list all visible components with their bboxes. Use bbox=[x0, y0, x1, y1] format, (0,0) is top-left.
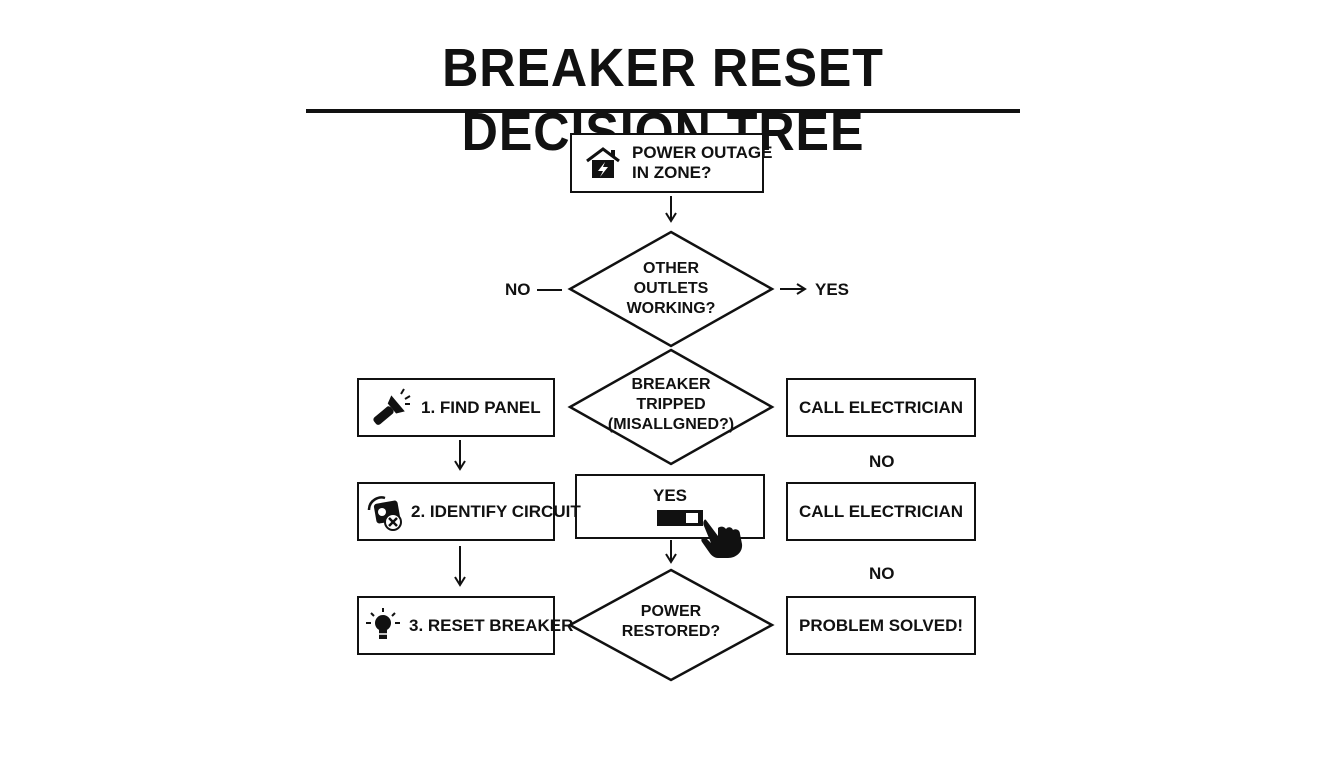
problem-solved-box: PROBLEM SOLVED! bbox=[786, 596, 976, 655]
decision-outlets-line1: OTHER bbox=[643, 260, 699, 277]
start-line2: IN ZONE? bbox=[632, 163, 712, 182]
call-electrician-label-1: CALL ELECTRICIAN bbox=[798, 397, 963, 417]
step-reset-breaker-label: 3. RESET BREAKER bbox=[409, 615, 574, 635]
decision-breaker-line2: TRIPPED bbox=[636, 396, 706, 413]
right-no-label-1: NO bbox=[869, 452, 895, 471]
problem-solved-label: PROBLEM SOLVED! bbox=[798, 615, 964, 635]
yes-box-label: YES bbox=[652, 486, 688, 505]
decision-outlets-line2: OUTLETS bbox=[633, 280, 709, 297]
start-line1: POWER OUTAGE bbox=[632, 143, 773, 162]
step-find-panel-label: 1. FIND PANEL bbox=[421, 397, 541, 417]
yes-box: YES bbox=[575, 474, 765, 539]
diamond-outlets bbox=[567, 230, 775, 348]
lightbulb-icon bbox=[365, 606, 401, 646]
flashlight-icon bbox=[367, 387, 411, 428]
decision-breaker-line1: BREAKER bbox=[631, 376, 711, 393]
step-reset-breaker: 3. RESET BREAKER bbox=[357, 596, 573, 655]
diamond-breaker bbox=[567, 348, 775, 466]
title-underline bbox=[306, 109, 1020, 113]
start-box: POWER OUTAGE IN ZONE? bbox=[570, 133, 772, 193]
house-lightning-icon bbox=[584, 146, 622, 180]
right-no-label-2: NO bbox=[869, 564, 895, 583]
decision-outlets-line3: WORKING? bbox=[626, 300, 716, 317]
call-electrician-label-2: CALL ELECTRICIAN bbox=[798, 501, 963, 521]
call-electrician-box-2: CALL ELECTRICIAN bbox=[786, 482, 976, 541]
decision-outlets-text: OTHER OUTLETS WORKING? bbox=[590, 259, 752, 319]
decision-breaker-text: BREAKER TRIPPED (MISALLGNED?) bbox=[590, 374, 752, 436]
decision-outlets-yes-label: YES bbox=[815, 280, 850, 299]
diamond-power bbox=[567, 568, 775, 682]
step-identify-circuit-label: 2. IDENTIFY CIRCUIT bbox=[411, 501, 581, 521]
call-electrician-box-1: CALL ELECTRICIAN bbox=[786, 378, 976, 437]
step-find-panel: 1. FIND PANEL bbox=[357, 378, 555, 437]
decision-outlets-no-label: NO bbox=[505, 280, 531, 299]
decision-power-line2: RESTORED? bbox=[621, 623, 721, 640]
step-identify-circuit: 2. IDENTIFY CIRCUIT bbox=[357, 482, 581, 541]
switch-hand-icon bbox=[656, 506, 752, 567]
decision-breaker-line3: (MISALLGNED?) bbox=[607, 416, 735, 433]
decision-power-line1: POWER bbox=[640, 603, 702, 620]
circuit-tag-icon bbox=[365, 492, 405, 532]
decision-power-text: POWER RESTORED? bbox=[590, 601, 752, 643]
